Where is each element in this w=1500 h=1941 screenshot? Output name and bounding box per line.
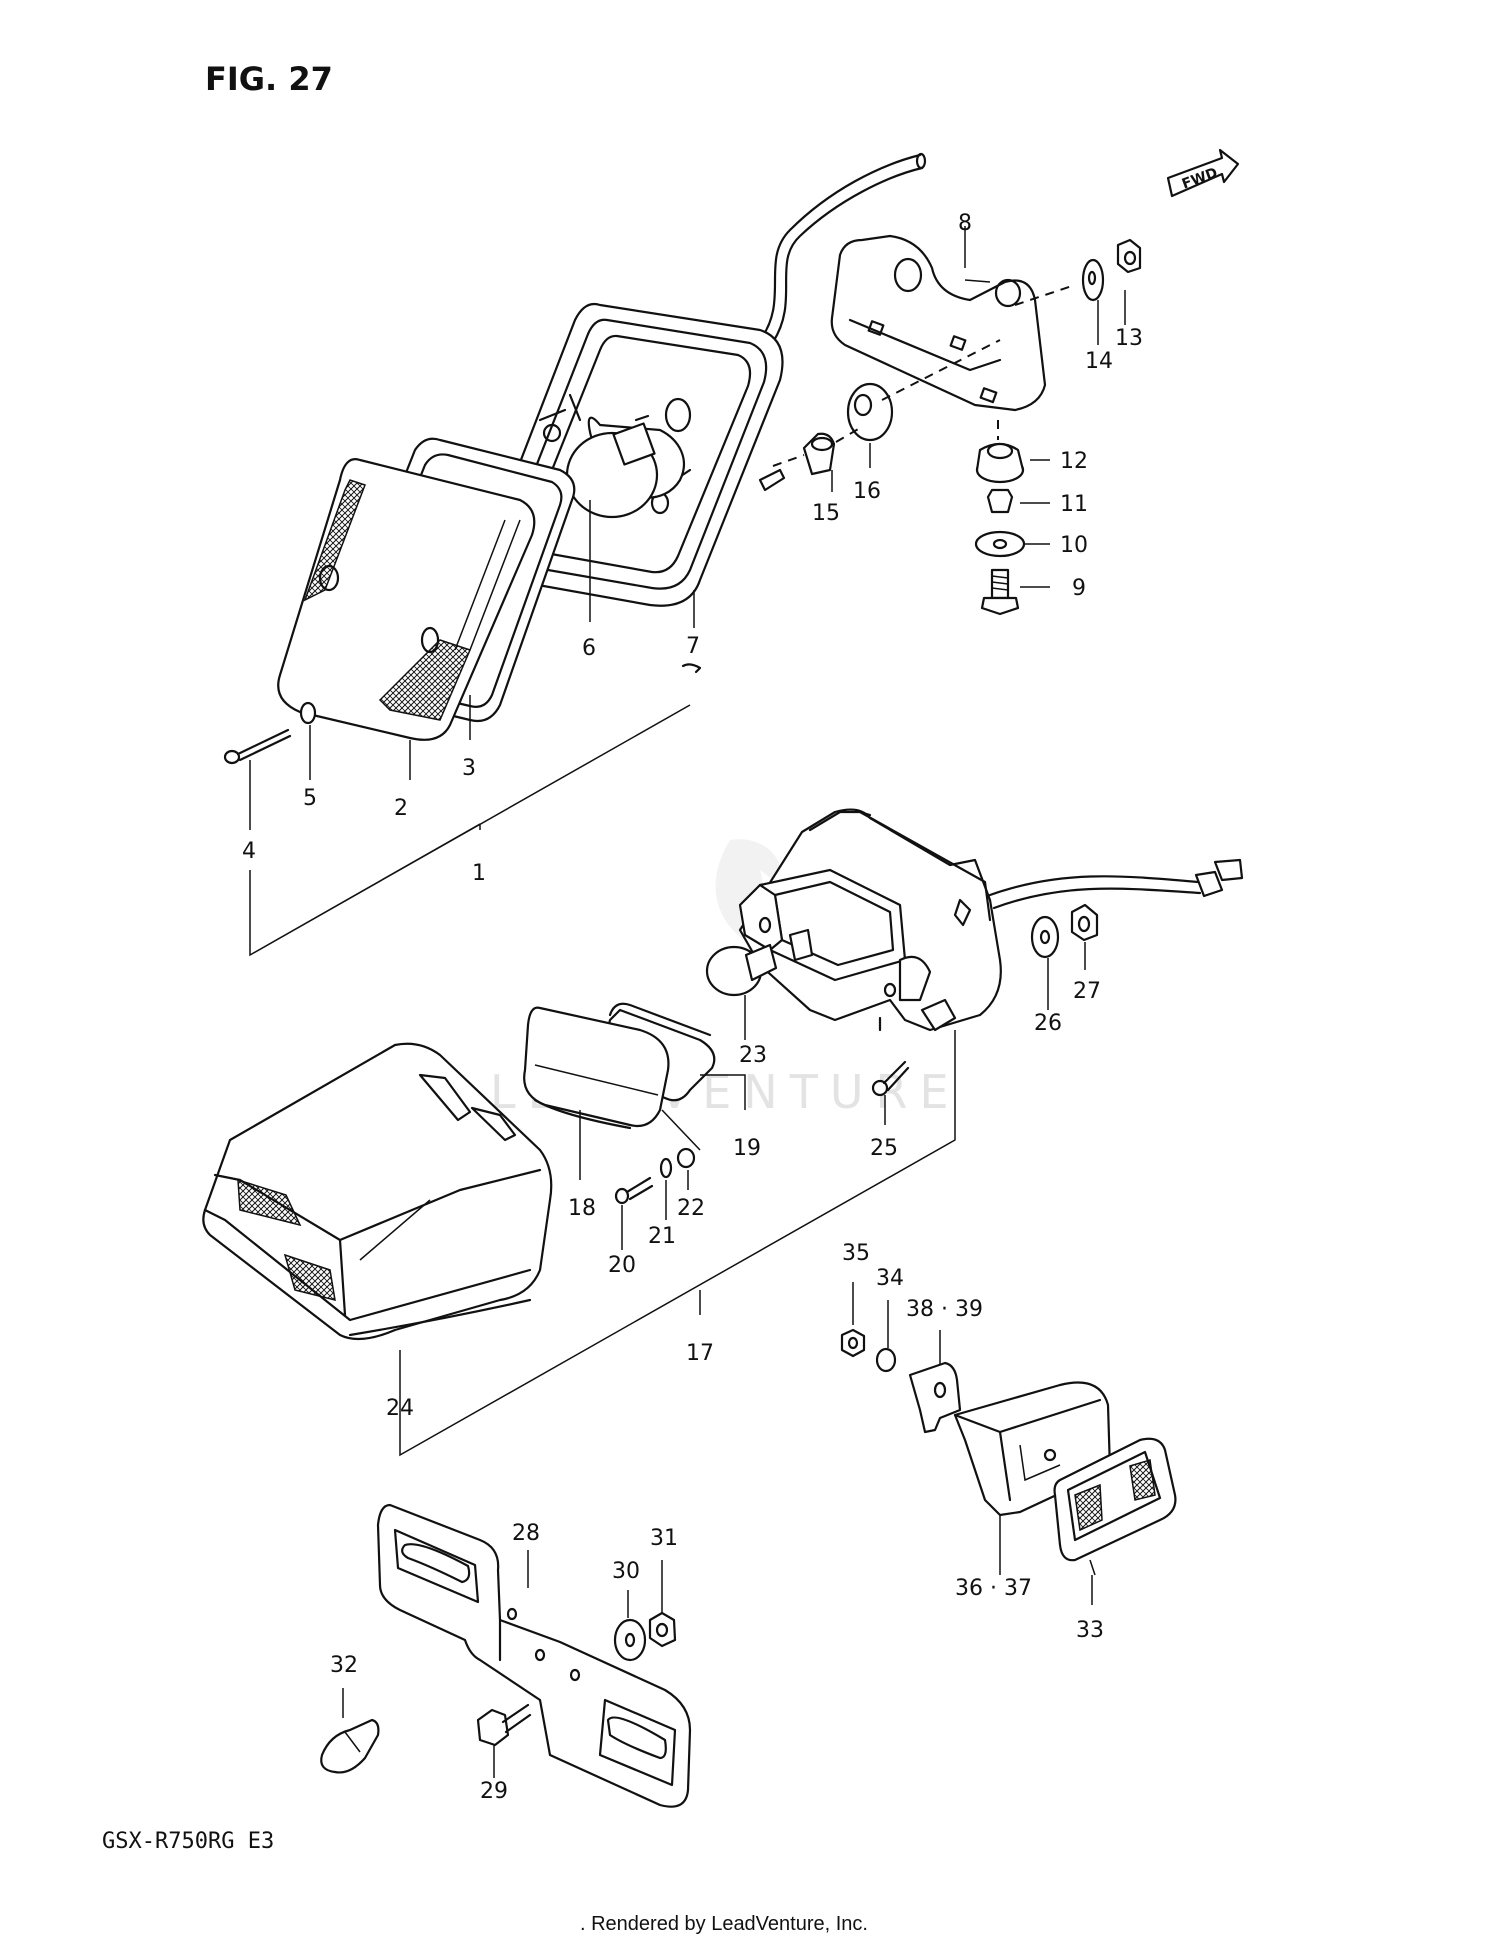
part-18-lens	[523, 1006, 670, 1130]
callout-14: 14	[1085, 349, 1113, 374]
fwd-label: FWD	[1180, 165, 1220, 193]
model-code: GSX-R750RG E3	[102, 1829, 274, 1854]
callout-28: 28	[512, 1521, 540, 1546]
part-34-washer	[875, 1347, 897, 1373]
part-6-bulb	[565, 414, 685, 519]
callout-15: 15	[812, 501, 840, 526]
part-5-washer	[299, 701, 317, 725]
part-16-grommet	[846, 382, 894, 442]
callout-12: 12	[1060, 449, 1088, 474]
callout-36-37: 36 · 37	[955, 1576, 1032, 1601]
callout-5: 5	[303, 786, 317, 811]
callout-1: 1	[472, 861, 486, 886]
callout-29: 29	[480, 1779, 508, 1804]
callout-19: 19	[733, 1136, 761, 1161]
figure-title: FIG. 27	[205, 60, 333, 98]
callout-33: 33	[1076, 1618, 1104, 1643]
callout-34: 34	[876, 1266, 904, 1291]
part-4-screw	[223, 728, 292, 765]
callout-27: 27	[1073, 979, 1101, 1004]
part-30-washer	[613, 1618, 647, 1662]
part-24-outer-lens	[202, 1042, 553, 1341]
callout-25: 25	[870, 1136, 898, 1161]
callout-6: 6	[582, 636, 596, 661]
part-14-washer	[1081, 258, 1105, 302]
part-10-washer	[974, 530, 1026, 558]
part-15-collar	[802, 432, 836, 476]
part-27-nut	[1070, 903, 1099, 942]
callout-16: 16	[853, 479, 881, 504]
part-33-reflector	[1053, 1437, 1177, 1576]
part-25-screw	[871, 1060, 910, 1097]
part-26-washer	[1030, 915, 1060, 959]
part-38-39-bracket	[908, 1330, 962, 1434]
callout-7: 7	[686, 634, 700, 659]
part-8-bracket	[830, 234, 1047, 412]
part-20-screw	[614, 1176, 654, 1205]
fwd-arrow-icon: FWD	[1166, 148, 1240, 198]
callout-3: 3	[462, 756, 476, 781]
footer-credit: . Rendered by LeadVenture, Inc.	[580, 1913, 868, 1935]
callout-30: 30	[612, 1559, 640, 1584]
callout-22: 22	[677, 1196, 705, 1221]
callout-38-39: 38 · 39	[906, 1297, 983, 1322]
part-31-nut	[648, 1611, 677, 1648]
callout-26: 26	[1034, 1011, 1062, 1036]
part-23-bulb	[705, 943, 778, 997]
part-32-cap	[320, 1688, 380, 1774]
part-11-collar	[986, 488, 1014, 514]
part-21-washer	[659, 1157, 673, 1179]
part-12-damper	[975, 442, 1025, 484]
part-13-nut	[1116, 238, 1142, 274]
callout-21: 21	[648, 1224, 676, 1249]
callout-9: 9	[1072, 576, 1086, 601]
callout-20: 20	[608, 1253, 636, 1278]
part-2-lens	[277, 458, 536, 741]
callout-17: 17	[686, 1341, 714, 1366]
callout-24: 24	[386, 1396, 414, 1421]
callout-35: 35	[842, 1241, 870, 1266]
callout-32: 32	[330, 1653, 358, 1678]
callout-10: 10	[1060, 533, 1088, 558]
part-22-washer	[676, 1147, 696, 1169]
part-29-bolt	[476, 1703, 532, 1760]
callout-31: 31	[650, 1526, 678, 1551]
part-9-bolt	[980, 568, 1020, 616]
callout-13: 13	[1115, 326, 1143, 351]
callout-8: 8	[958, 211, 972, 236]
callout-23: 23	[739, 1043, 767, 1068]
callout-18: 18	[568, 1196, 596, 1221]
part-35-nut	[840, 1328, 866, 1358]
part-17-housing-rear	[738, 808, 1002, 1032]
part-28-plate-bracket	[376, 1503, 692, 1808]
callout-11: 11	[1060, 492, 1088, 517]
callout-2: 2	[394, 796, 408, 821]
callout-4: 4	[242, 839, 256, 864]
